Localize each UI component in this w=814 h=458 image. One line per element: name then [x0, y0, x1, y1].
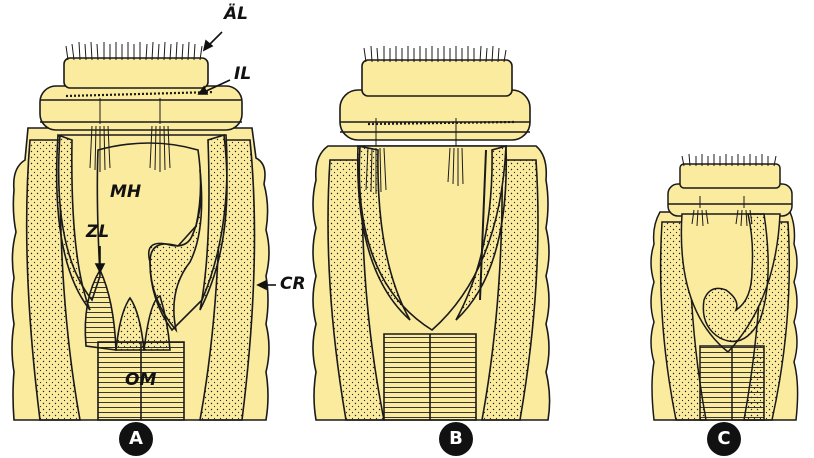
- panel-b-drawing: [313, 46, 550, 420]
- label-cr: CR: [280, 274, 306, 294]
- label-al: ÄL: [224, 4, 248, 24]
- panel-a-drawing: [12, 42, 269, 420]
- label-mh: MH: [110, 182, 141, 202]
- panel-b-badge: B: [439, 422, 473, 456]
- label-om: OM: [125, 370, 156, 390]
- label-il: IL: [234, 64, 251, 84]
- panel-a-badge: A: [119, 422, 153, 456]
- panel-c-drawing: [651, 154, 798, 420]
- panel-c-badge: C: [707, 422, 741, 456]
- label-zl: ZL: [86, 222, 109, 242]
